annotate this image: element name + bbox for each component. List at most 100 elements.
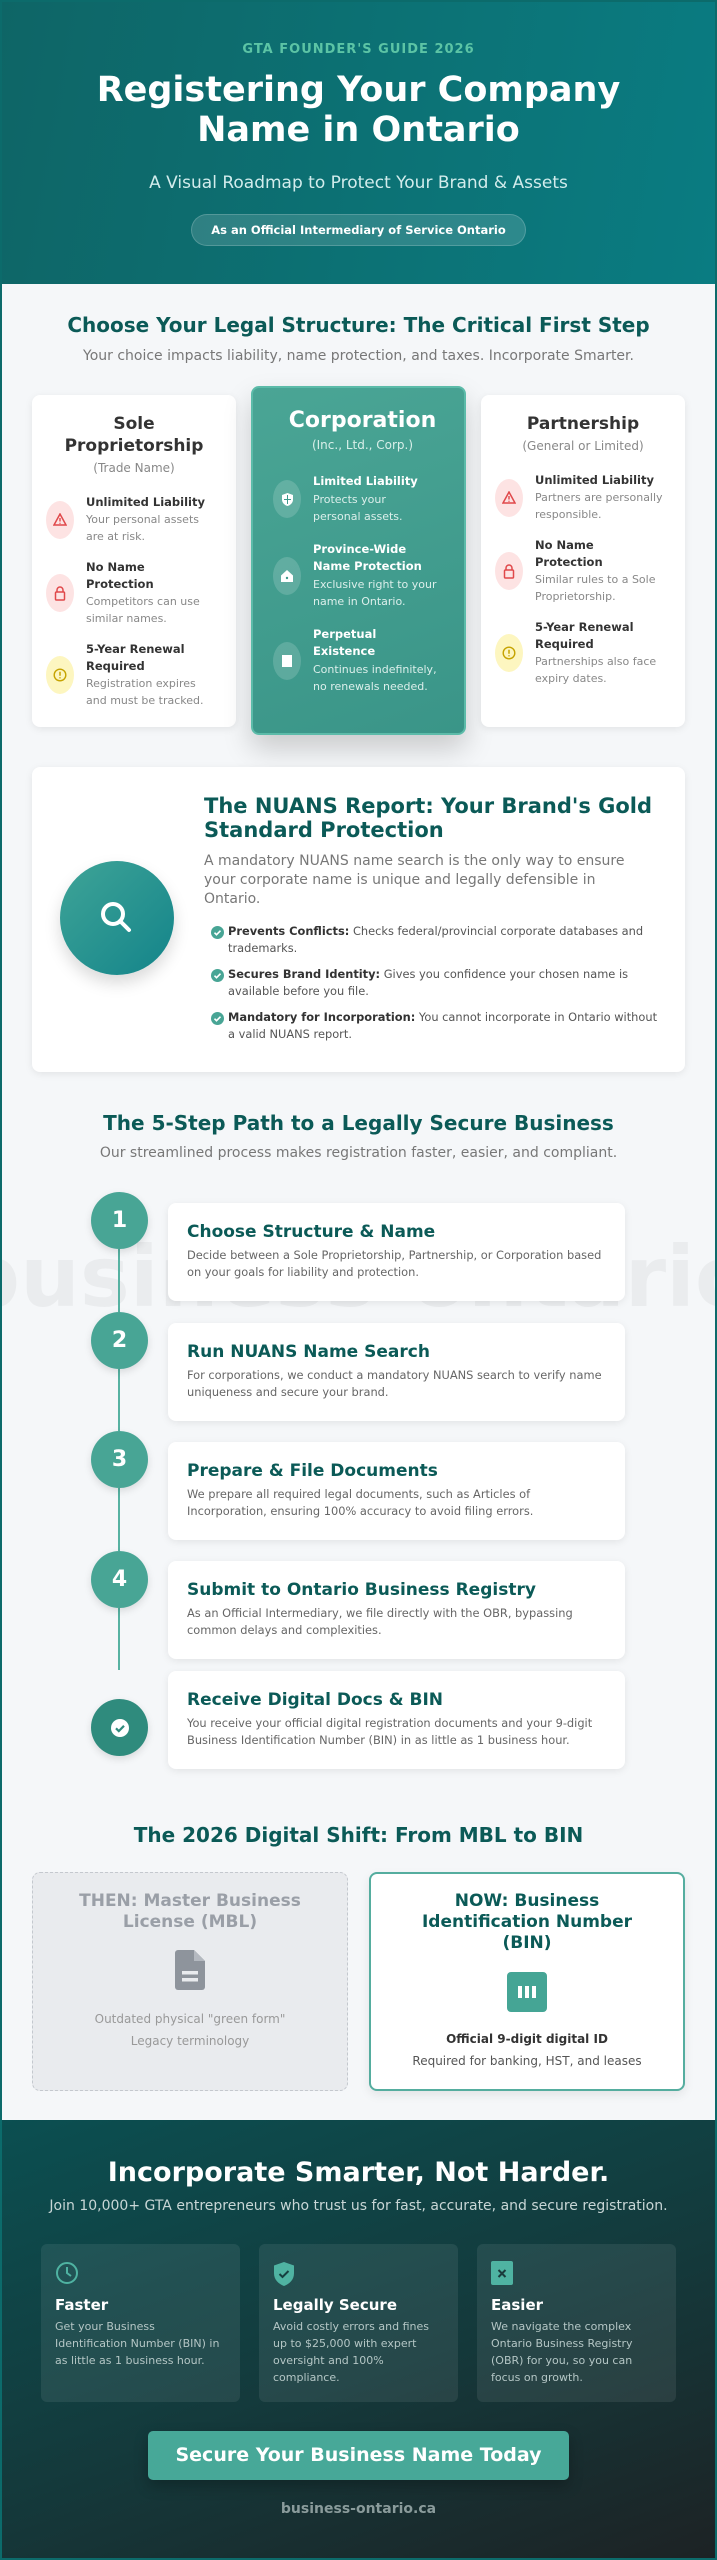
feature-faster: Faster Get your Business Identification … — [41, 2244, 240, 2402]
nuans-description: A mandatory NUANS name search is the onl… — [204, 853, 625, 907]
hero-title: Registering Your Company Name in Ontario — [96, 70, 621, 150]
check-circle-icon — [211, 926, 224, 939]
item-desc: Registration expires and must be tracked… — [86, 677, 204, 707]
check-circle-icon — [211, 1012, 224, 1025]
search-icon — [60, 861, 174, 975]
then-line-2: Legacy terminology — [130, 2034, 250, 2048]
now-line-1: Official 9-digit digital ID — [446, 2032, 608, 2046]
shift-title: The 2026 Digital Shift: From MBL to BIN — [133, 1823, 584, 1847]
feature-title: Legally Secure — [273, 2296, 397, 2314]
feature-desc: We navigate the complex Ontario Business… — [491, 2320, 633, 2384]
step-complete — [91, 1699, 148, 1756]
item-title: No Name Protection — [535, 538, 603, 569]
step-card: Prepare & File Documents We prepare all r… — [168, 1442, 625, 1540]
footer-subtitle: Join 10,000+ GTA entrepreneurs who trust… — [49, 2198, 668, 2214]
feature-title: Faster — [55, 2296, 109, 2314]
card-note: (General or Limited) — [522, 439, 644, 453]
nuans-bullet: Mandatory for Incorporation: You cannot … — [211, 1009, 661, 1043]
unlock-icon — [495, 552, 523, 590]
hero-header — [0, 0, 717, 284]
steps-title: The 5-Step Path to a Legally Secure Busi… — [103, 1111, 614, 1135]
unlock-icon — [46, 574, 74, 612]
check-circle-icon — [211, 969, 224, 982]
website-link[interactable]: business-ontario.ca — [280, 2501, 437, 2517]
item-title: Limited Liability — [313, 474, 418, 488]
item-desc: Similar rules to a Sole Proprietorship. — [535, 573, 656, 603]
timeline-connector — [118, 1488, 120, 1551]
step-desc: You receive your official digital regist… — [187, 1716, 593, 1747]
cta-footer — [0, 2120, 717, 2560]
hero-subtitle: A Visual Roadmap to Protect Your Brand &… — [149, 173, 568, 193]
structure-subtitle: Your choice impacts liability, name prot… — [83, 348, 634, 364]
id-bars-icon — [371, 1972, 683, 2012]
file-icon — [33, 1950, 347, 1990]
step-desc: We prepare all required legal documents,… — [187, 1487, 534, 1518]
warning-triangle-icon — [495, 478, 523, 517]
step-number: 3 — [91, 1431, 148, 1488]
card-note: (Trade Name) — [93, 461, 175, 475]
then-title: THEN: Master Business License (MBL) — [79, 1891, 301, 1932]
feature-easier: Easier We navigate the complex Ontario B… — [477, 2244, 676, 2402]
card-note: (Inc., Ltd., Corp.) — [311, 438, 414, 452]
step-desc: As an Official Intermediary, we file dir… — [187, 1606, 573, 1637]
bullet-label: Secures Brand Identity: — [228, 967, 381, 981]
feature-title: Easier — [491, 2296, 544, 2314]
timeline-connector — [118, 1249, 120, 1312]
now-line-2: Required for banking, HST, and leases — [412, 2054, 642, 2068]
step-number: 4 — [91, 1551, 148, 1608]
now-card: NOW: Business Identification Number (BIN… — [369, 1872, 685, 2091]
item-title: Province-Wide Name Protection — [313, 541, 422, 574]
item-desc: Your personal assets are at risk. — [86, 513, 199, 543]
document-icon — [273, 641, 301, 680]
step-card: Receive Digital Docs & BIN You receive yo… — [168, 1671, 625, 1769]
nuans-title: The NUANS Report: Your Brand's Gold Stan… — [204, 794, 653, 842]
hero-kicker: GTA FOUNDER'S GUIDE 2026 — [242, 42, 475, 57]
now-title: NOW: Business Identification Number (BIN… — [421, 1891, 632, 1953]
timeline-connector — [118, 1369, 120, 1431]
feature-legally-secure: Legally Secure Avoid costly errors and f… — [259, 2244, 458, 2402]
structure-title: Choose Your Legal Structure: The Critica… — [67, 313, 650, 337]
alert-circle-icon — [46, 656, 74, 694]
bullet-label: Prevents Conflicts: — [228, 924, 350, 938]
nuans-bullet: Prevents Conflicts: Checks federal/provi… — [211, 923, 661, 957]
secure-name-button[interactable]: Secure Your Business Name Today — [148, 2431, 569, 2480]
alert-circle-icon — [495, 634, 523, 672]
item-desc: Protects your personal assets. — [313, 492, 403, 524]
then-card: THEN: Master Business License (MBL) Outd… — [32, 1872, 348, 2091]
step-title: Prepare & File Documents — [187, 1461, 438, 1481]
step-title: Receive Digital Docs & BIN — [187, 1690, 444, 1710]
warning-triangle-icon — [46, 500, 74, 539]
card-sole-proprietorship: Sole Proprietorship (Trade Name) Unlimit… — [32, 395, 236, 727]
step-title: Choose Structure & Name — [187, 1222, 436, 1242]
card-title: Corporation — [288, 408, 437, 433]
item-title: Unlimited Liability — [86, 495, 205, 509]
bullet-label: Mandatory for Incorporation: — [228, 1010, 416, 1024]
step-title: Run NUANS Name Search — [187, 1342, 430, 1362]
check-circle-icon — [110, 1718, 129, 1737]
step-number: 2 — [91, 1312, 148, 1369]
home-icon — [273, 556, 301, 595]
then-line-1: Outdated physical "green form" — [94, 2012, 286, 2026]
step-number: 1 — [91, 1192, 148, 1249]
item-desc: Exclusive right to your name in Ontario. — [313, 577, 437, 609]
item-desc: Partnerships also face expiry dates. — [535, 655, 657, 685]
card-title: Sole Proprietorship — [64, 414, 204, 456]
feature-desc: Avoid costly errors and fines up to $25,… — [273, 2320, 429, 2384]
item-title: Perpetual Existence — [313, 626, 377, 659]
item-title: 5-Year Renewal Required — [535, 620, 634, 651]
steps-subtitle: Our streamlined process makes registrati… — [99, 1145, 618, 1161]
intermediary-badge: As an Official Intermediary of Service O… — [191, 214, 526, 246]
nuans-bullet: Secures Brand Identity: Gives you confid… — [211, 966, 661, 1000]
feature-desc: Get your Business Identification Number … — [55, 2320, 220, 2367]
step-desc: For corporations, we conduct a mandatory… — [187, 1368, 602, 1399]
item-title: Unlimited Liability — [535, 473, 654, 487]
item-title: No Name Protection — [86, 560, 154, 591]
